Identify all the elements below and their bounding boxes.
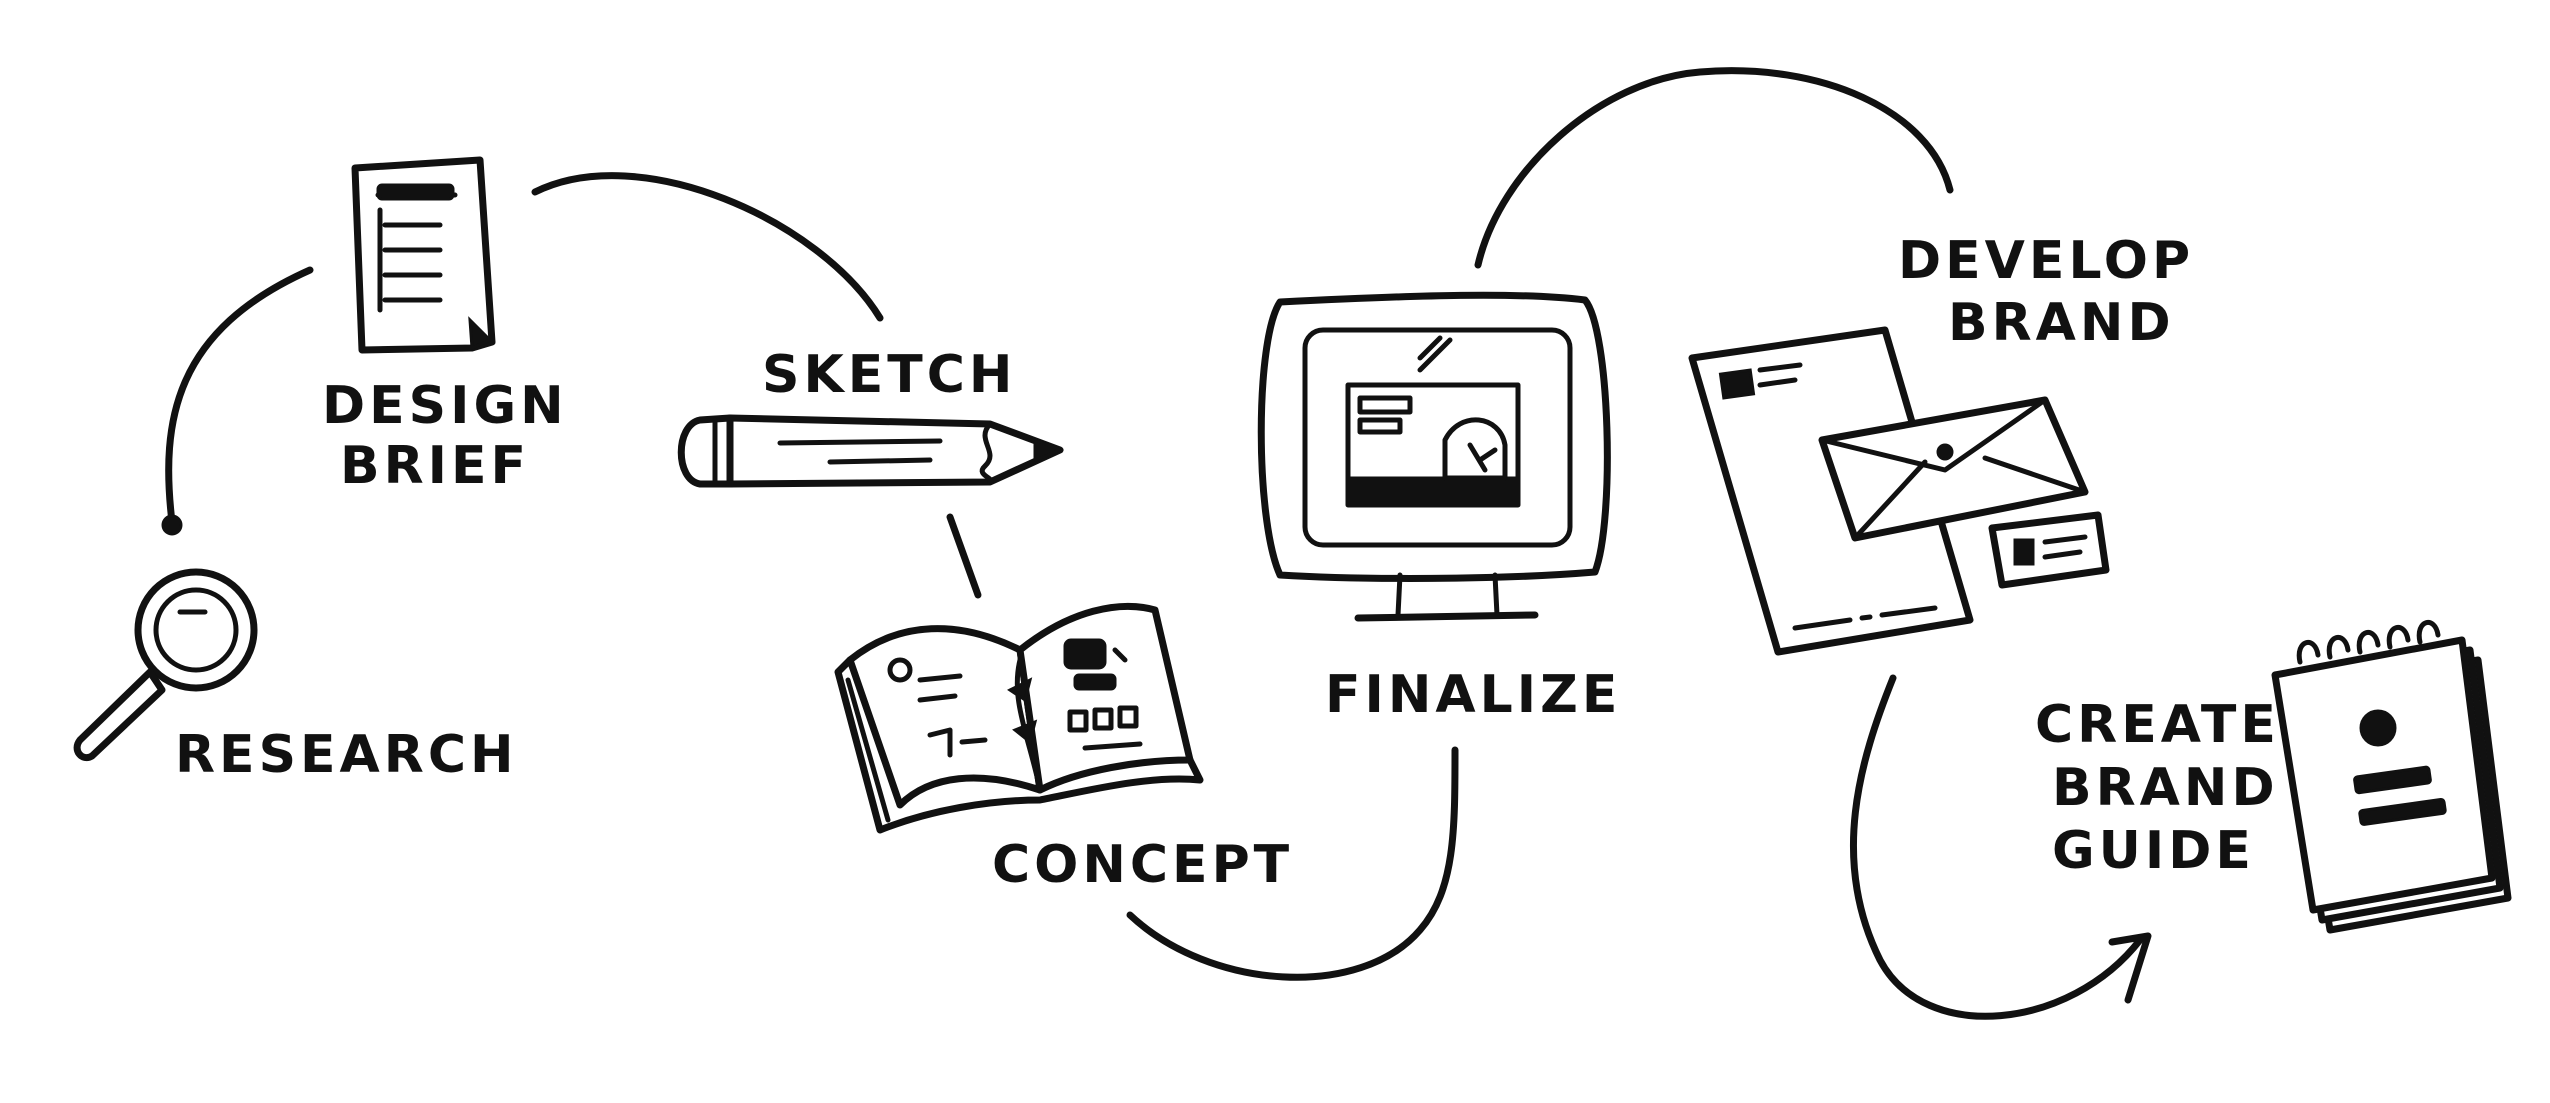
connector-brief-to-sketch [531,172,884,322]
document-icon [351,156,496,354]
concept-label: CONCEPT [992,835,1293,895]
step-finalize: FINALIZE [1257,291,1621,725]
step-create-brand-guide: CREATE BRAND GUIDE [2035,620,2512,934]
sketch-label: SKETCH [762,345,1016,405]
pencil-icon [677,414,1065,488]
finalize-label: FINALIZE [1325,665,1621,725]
design-brief-label: DESIGN BRIEF [322,376,590,496]
connector-research-to-brief [165,266,314,526]
magnifying-glass-icon [73,568,258,761]
step-sketch: SKETCH [677,345,1065,488]
arrowhead-icon [2108,932,2152,1004]
connectors [161,67,2152,1020]
stationery-icon [1688,326,2110,656]
connector-finalize-to-develop [1474,67,1954,269]
develop-brand-label: DEVELOP BRAND [1898,231,2216,353]
monitor-icon [1257,291,1611,622]
sketchbook-icon [834,602,1204,834]
step-concept: CONCEPT [834,602,1293,895]
connector-develop-to-guide [1849,674,2144,1020]
step-design-brief: DESIGN BRIEF [322,156,590,496]
create-brand-guide-label: CREATE BRAND GUIDE [2035,695,2302,881]
step-research: RESEARCH [73,568,518,785]
research-label: RESEARCH [175,725,518,785]
notepad-icon [2271,620,2512,934]
connector-concept-to-finalize [1126,746,1459,981]
connector-sketch-to-concept [946,513,982,599]
step-develop-brand: DEVELOP BRAND [1688,231,2216,656]
connector-start-dot [161,514,183,536]
